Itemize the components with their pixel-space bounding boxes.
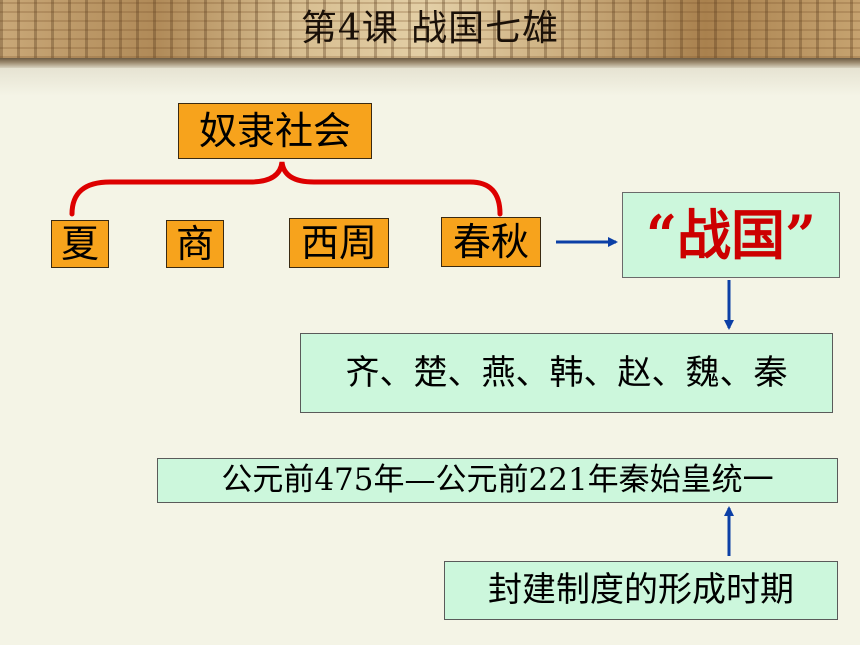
header-shadow-band (0, 68, 860, 96)
dynasty-xia-box: 夏 (51, 220, 109, 268)
curly-bracket (69, 161, 503, 217)
period-box: 公元前475年—公元前221年秦始皇统一 (157, 458, 838, 503)
dynasty-shang-box: 商 (166, 220, 224, 268)
page-title: 第4课 战国七雄 (300, 8, 560, 49)
header-banner (0, 0, 860, 58)
header-banner-edge (0, 58, 860, 68)
dynasty-western-zhou-box: 西周 (289, 218, 389, 268)
spring-autumn-box: 春秋 (441, 217, 541, 267)
seven-states-box: 齐、楚、燕、韩、赵、魏、秦 (300, 333, 833, 413)
slave-society-box: 奴隶社会 (178, 103, 372, 159)
warring-states-box: “战国” (622, 192, 840, 278)
feudal-formation-box: 封建制度的形成时期 (444, 561, 838, 620)
